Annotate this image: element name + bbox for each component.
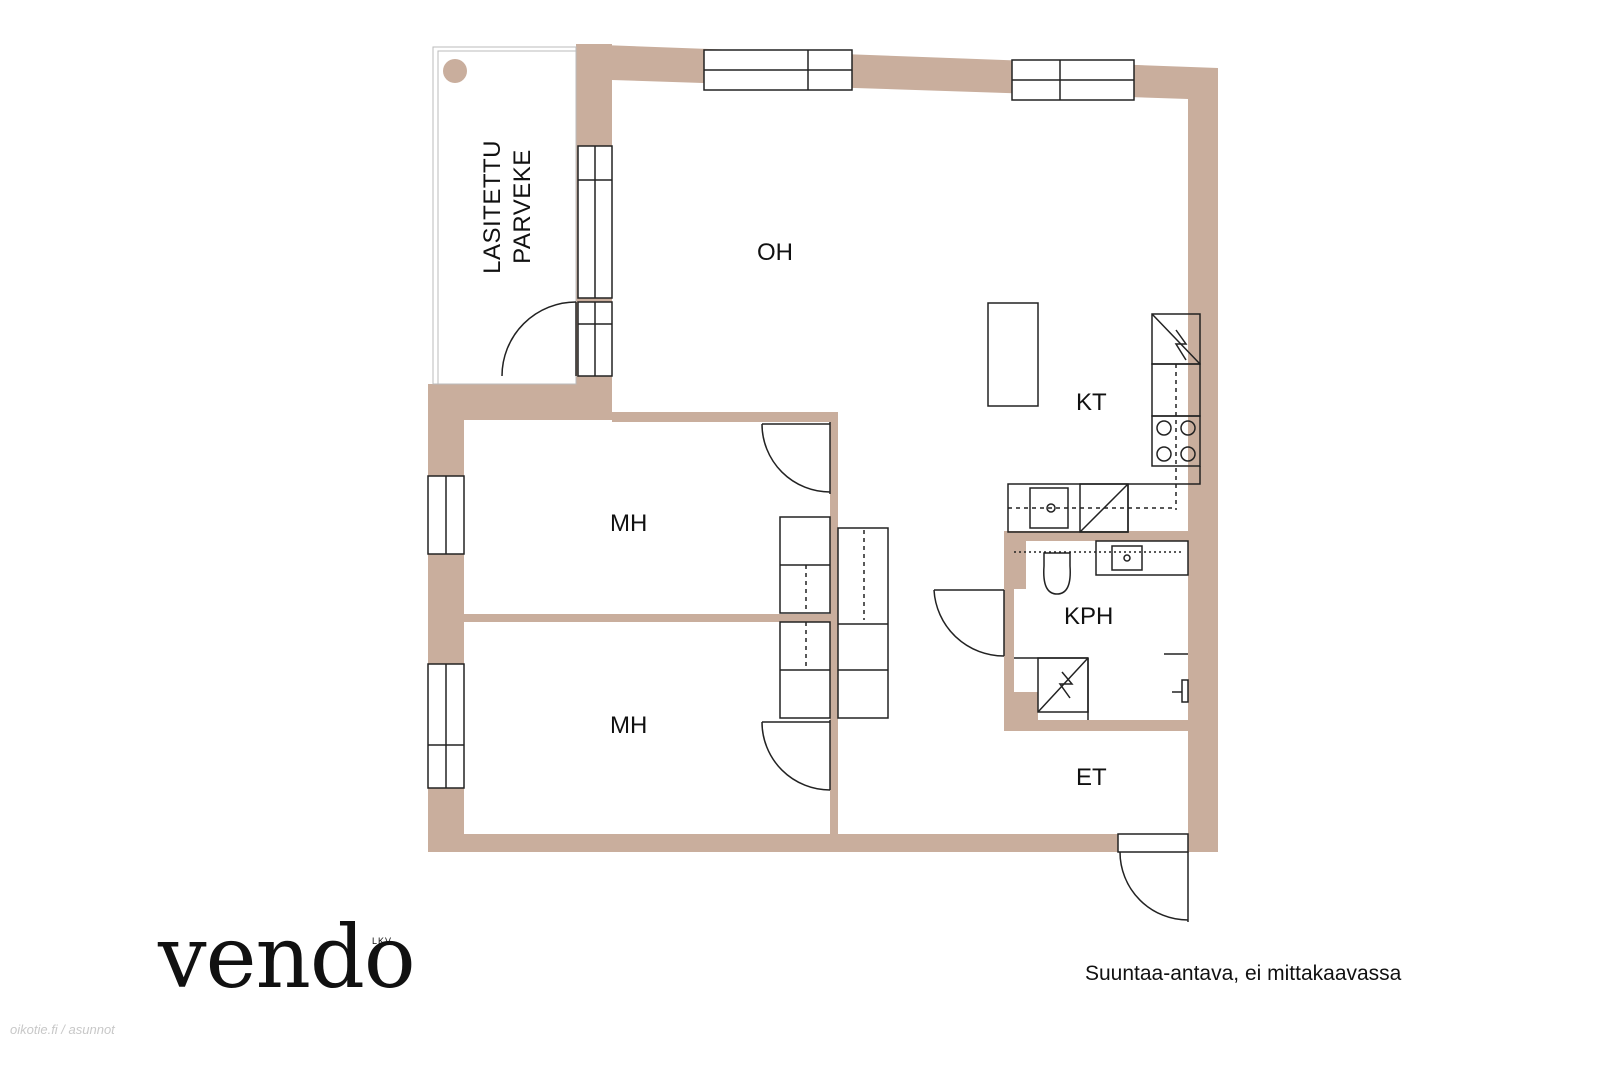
wall-bath-bottom xyxy=(1004,720,1188,731)
wall-bedroom-right xyxy=(830,412,838,834)
balcony xyxy=(432,46,577,385)
room-label-mh-upper: MH xyxy=(610,510,648,537)
watermark-text: oikotie.fi / asunnot xyxy=(10,1022,115,1037)
room-label-mh-lower: MH xyxy=(610,712,648,739)
wall-bedroom-divider xyxy=(464,614,830,622)
room-label-et: ET xyxy=(1076,764,1107,791)
shower-tap xyxy=(1181,679,1189,703)
kitchen-sink xyxy=(1029,487,1069,529)
bath-counter xyxy=(1095,540,1189,576)
walls xyxy=(428,44,1218,852)
doors xyxy=(501,301,1189,922)
toilet xyxy=(1043,552,1071,595)
brand-logo-suffix: LKV xyxy=(372,936,393,946)
bath-sink xyxy=(1111,545,1143,571)
brand-logo: vendo xyxy=(158,908,416,1008)
wall-bath-top xyxy=(1004,531,1188,541)
hall-closet xyxy=(837,527,889,719)
dishwasher xyxy=(1079,483,1129,533)
wall-bath-corner xyxy=(1014,692,1038,720)
kitchen-counter-bottom xyxy=(1007,466,1201,533)
kitchen-island xyxy=(987,302,1039,407)
furniture xyxy=(779,302,1201,720)
room-label-oh: OH xyxy=(757,239,793,266)
room-label-kph: KPH xyxy=(1064,603,1114,630)
disclaimer-text: Suuntaa-antava, ei mittakaavassa xyxy=(1085,962,1402,985)
room-label-kt: KT xyxy=(1076,389,1107,416)
windows xyxy=(427,49,1135,789)
wall-bath-left-jut xyxy=(1004,541,1026,589)
wall-bedroom-top xyxy=(612,412,838,422)
wall-bath-left xyxy=(1004,531,1014,731)
room-label-balcony: LASITETTU PARVEKE xyxy=(479,140,536,274)
balcony-pole xyxy=(443,59,467,83)
wall-right xyxy=(1188,68,1218,852)
wall-bottom xyxy=(428,834,1218,852)
